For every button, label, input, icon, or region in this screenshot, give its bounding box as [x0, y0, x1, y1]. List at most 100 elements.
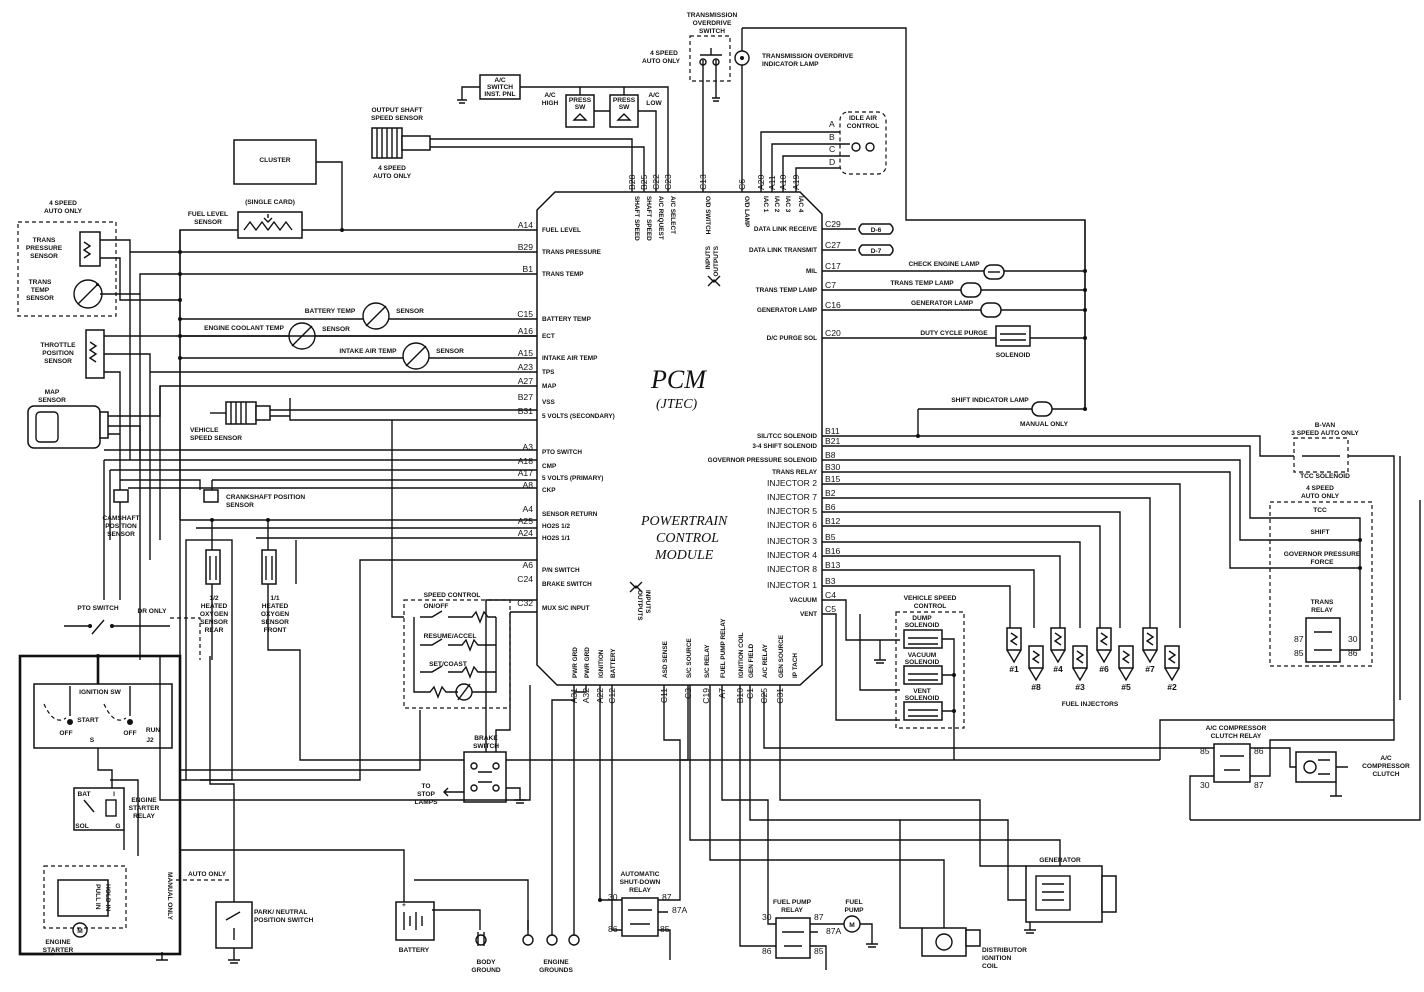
svg-text:TRANS: TRANS — [29, 279, 52, 286]
svg-text:SWITCH: SWITCH — [699, 28, 725, 35]
svg-text:AUTO ONLY: AUTO ONLY — [642, 58, 681, 65]
pcm-pin-b11: B11 — [825, 426, 840, 436]
svg-text:GROUND: GROUND — [471, 967, 501, 974]
overdrive-switch: TRANSMISSION OVERDRIVE SWITCH 4 SPEED AU… — [642, 12, 738, 192]
svg-text:RELAY: RELAY — [629, 887, 651, 894]
svg-text:I: I — [113, 791, 115, 798]
svg-text:CLUSTER: CLUSTER — [259, 157, 290, 164]
injector-6: #6 — [1096, 627, 1112, 674]
svg-text:30: 30 — [762, 912, 772, 922]
svg-text:TCC SOLENOID: TCC SOLENOID — [1300, 473, 1350, 480]
svg-text:IGNITION SW: IGNITION SW — [79, 689, 122, 696]
pcm-pin-label: GEN FIELD — [748, 644, 755, 678]
svg-text:PULL IN: PULL IN — [94, 884, 101, 910]
svg-text:LOW: LOW — [646, 100, 662, 107]
svg-text:SENSOR: SENSOR — [194, 219, 222, 226]
svg-text:BATTERY TEMP: BATTERY TEMP — [305, 308, 356, 315]
svg-text:DUTY CYCLE PURGE: DUTY CYCLE PURGE — [920, 330, 988, 337]
svg-text:SPEED SENSOR: SPEED SENSOR — [371, 115, 423, 122]
svg-text:THROTTLE: THROTTLE — [40, 342, 76, 349]
pcm-pin-label: BATTERY TEMP — [542, 316, 592, 323]
pcm-title: PCM — [650, 365, 707, 394]
svg-text:STARTER: STARTER — [129, 805, 160, 812]
svg-text:3 SPEED AUTO ONLY: 3 SPEED AUTO ONLY — [1291, 430, 1359, 437]
svg-text:AUTO ONLY: AUTO ONLY — [188, 871, 227, 878]
lamps: CHECK ENGINE LAMP TRANS TEMP LAMP GENERA… — [822, 261, 1085, 436]
svg-text:#8: #8 — [1031, 682, 1041, 692]
pcm-pin-label: IAC 4 — [797, 196, 804, 213]
pcm-pin-label: O/D SWITCH — [704, 196, 711, 235]
svg-text:B-VAN: B-VAN — [1315, 422, 1336, 429]
outputs-label-bottom: OUTPUTS — [636, 590, 643, 621]
svg-text:4 SPEED: 4 SPEED — [650, 50, 678, 57]
svg-text:85: 85 — [1200, 746, 1210, 756]
svg-text:1/2: 1/2 — [209, 595, 218, 602]
svg-text:#2: #2 — [1167, 682, 1177, 692]
svg-text:A: A — [829, 119, 835, 129]
pcm-pin-label: INJECTOR 4 — [767, 550, 817, 560]
pcm-pin-label: SENSOR RETURN — [542, 511, 598, 518]
pcm-pin-label: TRANS PRESSURE — [542, 249, 602, 256]
pcm-pin-c20: C20 — [825, 328, 841, 338]
svg-text:INTAKE AIR TEMP: INTAKE AIR TEMP — [339, 348, 397, 355]
pcm-pin-a23: A23 — [518, 362, 534, 372]
pcm-pin-label: S/C RELAY — [704, 644, 711, 678]
svg-text:4 SPEED: 4 SPEED — [1306, 485, 1334, 492]
camshaft-crank-sensors: CAMSHAFT POSITION SENSOR CRANKSHAFT POSI… — [103, 459, 537, 600]
pcm-pin-label: 5 VOLTS (PRIMARY) — [542, 475, 603, 482]
svg-text:HEATED: HEATED — [262, 603, 289, 610]
svg-text:FORCE: FORCE — [1310, 559, 1334, 566]
svg-text:#6: #6 — [1099, 664, 1109, 674]
svg-text:A/C: A/C — [648, 92, 660, 99]
pcm-pin-label: SIL/TCC SOLENOID — [757, 433, 817, 440]
pcm-pin-label: IAC 2 — [773, 196, 780, 213]
svg-text:A/C: A/C — [494, 77, 506, 84]
fuel-pump-relay: FUEL PUMP RELAY 30 87 87A 86 85 M FUEL P… — [721, 685, 878, 970]
svg-text:ENGINE: ENGINE — [543, 959, 569, 966]
svg-text:J2: J2 — [146, 737, 154, 744]
svg-text:CLUTCH RELAY: CLUTCH RELAY — [1211, 733, 1262, 740]
data-link: D-6 D-7 — [822, 223, 894, 256]
inputs-label-bottom: INPUTS — [644, 590, 651, 614]
battery-temp-sensor: BATTERY TEMP SENSOR — [180, 302, 537, 330]
svg-text:POSITION SWITCH: POSITION SWITCH — [254, 917, 314, 924]
svg-text:POSITION: POSITION — [42, 350, 74, 357]
pcm-pin-label: BRAKE SWITCH — [542, 581, 592, 588]
pcm-pin-label: IGNITION — [598, 649, 605, 678]
pcm-pin-b6: B6 — [825, 502, 836, 512]
svg-text:GROUNDS: GROUNDS — [539, 967, 573, 974]
svg-text:D-7: D-7 — [871, 248, 882, 255]
svg-text:30: 30 — [1200, 780, 1210, 790]
svg-text:SW: SW — [575, 104, 586, 111]
generator: GENERATOR — [689, 685, 1117, 934]
asd-relay: AUTOMATIC SHUT-DOWN RELAY 30 87 87A 86 8… — [599, 685, 689, 960]
pcm-pin-label: INJECTOR 7 — [767, 492, 817, 502]
svg-text:M: M — [849, 922, 855, 929]
svg-text:S: S — [90, 737, 95, 744]
svg-text:DISTRIBUTOR: DISTRIBUTOR — [982, 947, 1027, 954]
pcm-pin-c19: C19 — [701, 688, 711, 704]
pcm-pin-label: D/C PURGE SOL — [767, 335, 818, 342]
svg-text:SENSOR: SENSOR — [38, 397, 66, 404]
pcm-pin-b27: B27 — [518, 392, 534, 402]
svg-text:CONTROL: CONTROL — [847, 123, 880, 130]
pcm-pin-label: MIL — [806, 268, 817, 275]
svg-text:GOVERNOR PRESSURE: GOVERNOR PRESSURE — [1284, 551, 1361, 558]
pcm-pin-c15: C15 — [517, 309, 533, 319]
svg-text:SENSOR: SENSOR — [200, 619, 228, 626]
svg-text:87A: 87A — [672, 905, 688, 915]
svg-text:BAT: BAT — [77, 791, 90, 798]
pcm-pin-a14: A14 — [518, 220, 534, 230]
pcm-name-1: POWERTRAIN — [640, 514, 728, 529]
svg-text:POSITION: POSITION — [105, 523, 137, 530]
pcm-pin-a32: A32 — [581, 688, 591, 704]
svg-text:COMPRESSOR: COMPRESSOR — [1362, 763, 1410, 770]
pcm-pin-a25: A25 — [518, 516, 534, 526]
pcm-pin-label: INTAKE AIR TEMP — [542, 355, 598, 362]
pcm-pin-label: INJECTOR 5 — [767, 506, 817, 516]
battery-grounds: + BATTERY BODY GROUND ENGINE GROUNDS — [180, 685, 587, 974]
svg-text:+: + — [402, 902, 406, 909]
pcm-pin-label: INJECTOR 6 — [767, 520, 817, 530]
pcm-pin-label: P/N SWITCH — [542, 567, 580, 574]
svg-text:INST. PNL: INST. PNL — [484, 91, 515, 98]
